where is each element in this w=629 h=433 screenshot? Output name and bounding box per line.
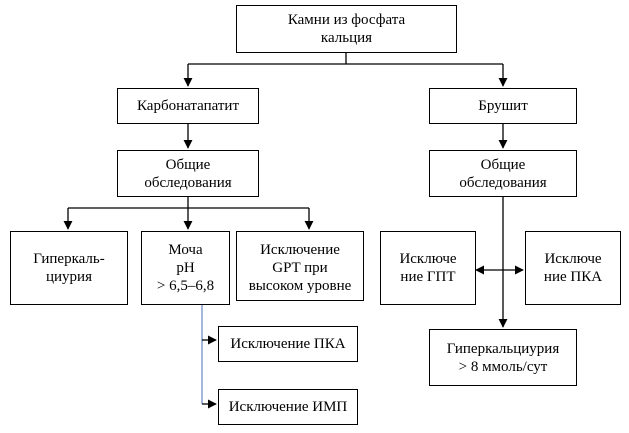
general-left-node-label: Общие обследования <box>144 156 232 191</box>
urine-ph-node-label: Моча pH > 6,5–6,8 <box>156 242 215 294</box>
hypercalciuria-left-node-label: Гиперкаль- циурия <box>33 251 105 285</box>
urine-ph-node: Моча pH > 6,5–6,8 <box>141 231 230 305</box>
exclude-gpt-high-node: Исключение GPT при высоком уровне <box>236 231 364 301</box>
exclude-pka-left-node: Исключение ПКА <box>218 326 358 362</box>
root-node: Камни из фосфата кальция <box>236 5 457 53</box>
hypercalciuria-right-node-label: Гиперкальциурия > 8 ммоль/сут <box>446 340 560 375</box>
exclude-pka-right-node: Исключе ние ПКА <box>525 231 621 305</box>
general-right-node-label: Общие обследования <box>459 156 547 191</box>
carbonate-node: Карбонатапатит <box>117 88 259 124</box>
root-node-label: Камни из фосфата кальция <box>287 12 406 46</box>
brushite-node: Брушит <box>429 88 577 124</box>
hypercalciuria-right-node: Гиперкальциурия > 8 ммоль/сут <box>429 329 577 386</box>
exclude-gpt-right-node-label: Исключе ние ГПТ <box>399 251 457 285</box>
general-left-node: Общие обследования <box>117 150 259 197</box>
exclude-pka-right-node-label: Исключе ние ПКА <box>543 251 603 285</box>
exclude-imp-node-label: Исключение ИМП <box>228 399 348 415</box>
general-right-node: Общие обследования <box>429 150 577 197</box>
exclude-gpt-right-node: Исключе ние ГПТ <box>380 231 476 305</box>
brushite-node-label: Брушит <box>478 98 528 114</box>
carbonate-node-label: Карбонатапатит <box>136 98 240 114</box>
exclude-gpt-high-node-label: Исключение GPT при высоком уровне <box>248 242 352 294</box>
exclude-pka-left-node-label: Исключение ПКА <box>230 336 346 352</box>
exclude-imp-node: Исключение ИМП <box>218 389 358 425</box>
hypercalciuria-left-node: Гиперкаль- циурия <box>10 231 128 305</box>
